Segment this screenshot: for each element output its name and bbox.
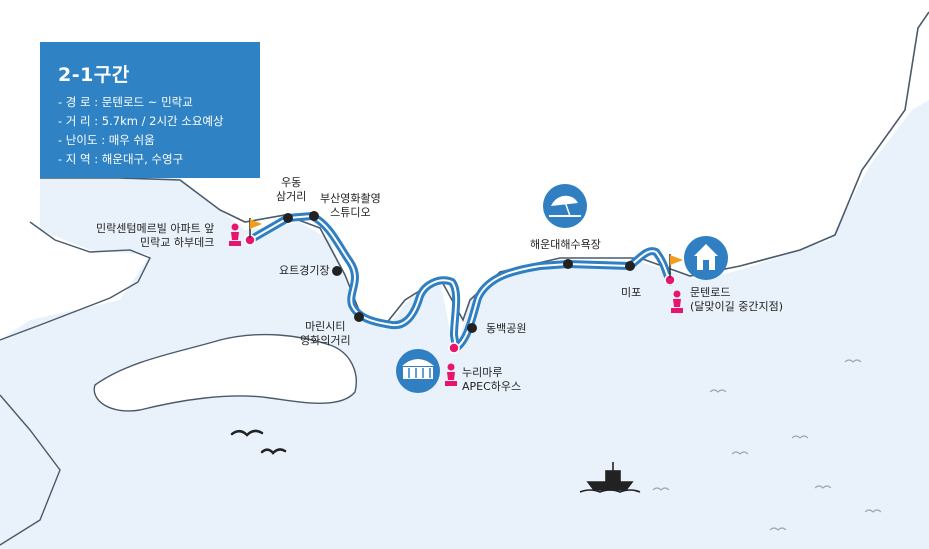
label-moontan: 문텐로드(달맞이길 중간지점) (690, 286, 784, 313)
ship-icon (579, 462, 641, 493)
beach-umbrella-icon (543, 184, 587, 228)
flag-icon (249, 218, 262, 238)
route-difficulty: - 난이도 : 매우 쉬움 (58, 133, 155, 147)
flag-icon (669, 254, 683, 278)
route-distance: - 거 리 : 5.7km / 2시간 소요예상 (58, 114, 224, 128)
label-haeundae: 해운대해수욕장 (530, 238, 601, 251)
nurimaru-building-icon (396, 349, 440, 393)
coastline-peninsula (0, 394, 61, 546)
waypoint-film-studio (309, 211, 319, 221)
label-yacht: 요트경기장 (279, 264, 330, 277)
person-marker-icon (671, 290, 683, 313)
house-icon (684, 236, 728, 280)
person-marker-icon (229, 223, 241, 246)
seagull-icon (230, 429, 287, 455)
route-title: 2-1구간 (58, 64, 130, 86)
label-mipo: 미포 (621, 286, 642, 299)
route-course: - 경 로 : 문텐로드 ~ 민락교 (58, 95, 193, 109)
label-dongbaek: 동백공원 (486, 322, 527, 335)
wave-marks (652, 359, 882, 531)
sea-area (0, 100, 929, 549)
waypoint-udong (283, 213, 293, 223)
person-marker-icon (445, 363, 457, 386)
coastline-west (0, 221, 151, 341)
route-info-box: 2-1구간 - 경 로 : 문텐로드 ~ 민락교 - 거 리 : 5.7km /… (40, 42, 260, 178)
route-region: - 지 역 : 해운대구, 수영구 (58, 152, 184, 166)
coastline-island (93, 333, 357, 412)
waypoint-mipo (625, 261, 635, 271)
nurimaru-point (448, 342, 460, 354)
waypoint-yacht (332, 266, 342, 276)
waypoint-dongbaek (467, 323, 477, 333)
waypoint-marine-city (354, 312, 364, 322)
waypoint-haeundae (563, 259, 573, 269)
